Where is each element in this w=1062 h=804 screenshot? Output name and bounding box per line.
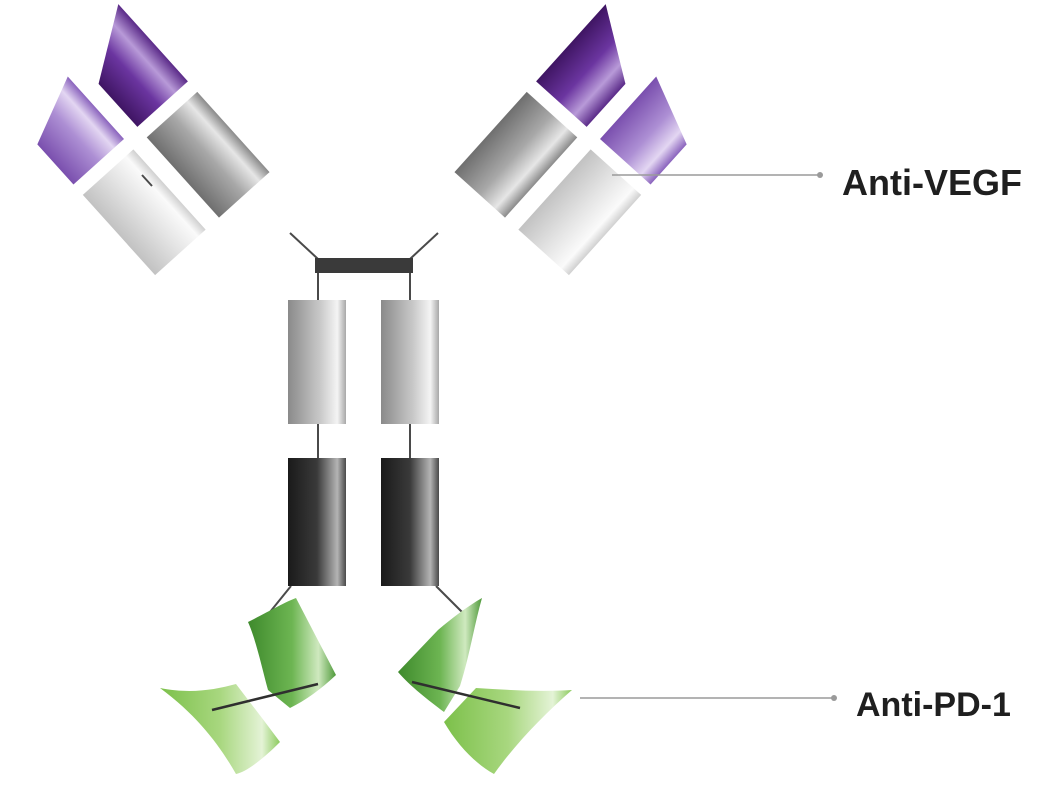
right-ch3-domain bbox=[381, 458, 439, 586]
right-light-vl-domain bbox=[600, 76, 687, 185]
connector-lines bbox=[269, 232, 463, 613]
anti-pd1-pointer bbox=[580, 695, 837, 701]
left-fab-arm bbox=[37, 4, 270, 276]
left-heavy-vh-domain bbox=[98, 4, 188, 127]
left-scfv bbox=[160, 598, 336, 774]
anti-pd1-label: Anti-PD-1 bbox=[856, 686, 1011, 724]
right-light-cl-domain bbox=[518, 149, 642, 276]
left-scfv-upper-domain bbox=[248, 598, 336, 708]
right-fab-arm bbox=[454, 4, 687, 276]
anti-vegf-pointer bbox=[612, 172, 823, 178]
hinge-bar bbox=[315, 258, 413, 273]
right-heavy-ch1-domain bbox=[454, 91, 578, 218]
left-heavy-ch1-domain bbox=[146, 91, 270, 218]
left-scfv-lower-domain bbox=[160, 684, 280, 774]
left-arm-link bbox=[141, 174, 153, 187]
anti-vegf-label: Anti-VEGF bbox=[842, 162, 1022, 203]
right-heavy-vh-domain bbox=[536, 4, 626, 127]
right-scfv-lower-domain bbox=[444, 688, 572, 774]
left-light-vl-domain bbox=[37, 76, 124, 185]
left-scfv-linker bbox=[211, 682, 319, 712]
left-ch3-domain bbox=[288, 458, 346, 586]
right-ch2-domain bbox=[381, 300, 439, 424]
right-scfv-linker bbox=[411, 680, 521, 710]
right-scfv bbox=[398, 598, 572, 774]
left-ch2-domain bbox=[288, 300, 346, 424]
left-light-cl-domain bbox=[82, 149, 206, 276]
